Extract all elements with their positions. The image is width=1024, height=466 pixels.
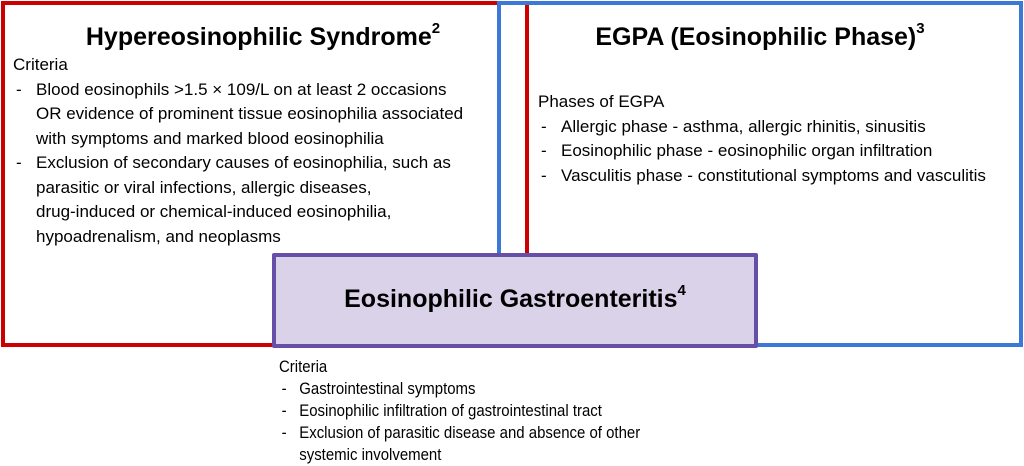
item-text-line: with symptoms and marked blood eosinophi… [36,128,384,148]
item-text-line: Gastrointestinal symptoms [299,379,476,398]
item-text-line: Exclusion of secondary causes of eosinop… [36,153,451,172]
egpa-heading: Phases of EGPA [538,92,665,111]
egid-list-item: -Exclusion of parasitic disease and abse… [279,422,641,466]
hes-title: Hypereosinophilic Syndrome2 [0,20,526,52]
item-text: Vasculitis phase - constitutional sympto… [561,165,986,185]
item-text-line: parasitic or viral infections, allergic … [36,177,372,197]
item-text-line: Eosinophilic infiltration of gastrointes… [299,401,602,420]
bullet-dash: - [281,423,287,442]
bullet-dash: - [16,79,22,99]
hes-list-item: -Blood eosinophils >1.5 × 109/L on at le… [13,78,463,152]
eosinophilic-gastroenteritis-box [272,253,758,348]
egid-list-item: -Gastrointestinal symptoms [279,378,640,400]
egpa-title: EGPA (Eosinophilic Phase)3 [499,20,1021,52]
bullet-dash: - [541,165,547,185]
egpa-box [497,1,1023,347]
item-text: Allergic phase - asthma, allergic rhinit… [561,116,926,136]
egid-criteria: Criteria -Gastrointestinal symptoms-Eosi… [279,356,640,466]
hes-criteria: Criteria -Blood eosinophils >1.5 × 109/L… [13,53,463,249]
item-text-line: hypoadrenalism, and neoplasms [36,226,281,246]
hes-list-item: -Exclusion of secondary causes of eosino… [13,151,463,249]
bullet-dash: - [281,401,287,420]
hes-title-text: Hypereosinophilic Syndrome [85,23,432,51]
item-text-line: OR evidence of prominent tissue eosinoph… [36,104,464,123]
hes-ref: 2 [431,20,441,37]
bullet-dash: - [541,116,547,136]
item-text-line: Exclusion of parasitic disease and absen… [299,423,641,442]
bullet-dash: - [541,141,547,160]
egid-title: Eosinophilic Gastroenteritis4 [272,282,758,314]
egpa-list-item: -Eosinophilic phase - eosinophilic organ… [538,139,986,164]
hes-box [1,1,529,347]
item-text-line: Blood eosinophils >1.5 × 109/L on at lea… [36,79,447,99]
egpa-phases: Phases of EGPA -Allergic phase - asthma,… [538,90,986,188]
item-text: Eosinophilic phase - eosinophilic organ … [561,141,933,160]
item-text-line: drug-induced or chemical-induced eosinop… [36,202,392,221]
egid-title-text: Eosinophilic Gastroenteritis [344,285,678,313]
egpa-title-text: EGPA (Eosinophilic Phase) [595,23,917,51]
egpa-list-item: -Allergic phase - asthma, allergic rhini… [538,115,986,140]
item-text-line: systemic involvement [299,445,442,464]
hes-heading: Criteria [13,55,68,74]
egid-heading: Criteria [279,357,328,376]
egid-list-item: -Eosinophilic infiltration of gastrointe… [279,400,640,422]
egid-ref: 4 [677,282,686,299]
bullet-dash: - [16,153,22,172]
egpa-ref: 3 [916,20,925,37]
bullet-dash: - [281,379,287,398]
egpa-list-item: -Vasculitis phase - constitutional sympt… [538,164,986,189]
